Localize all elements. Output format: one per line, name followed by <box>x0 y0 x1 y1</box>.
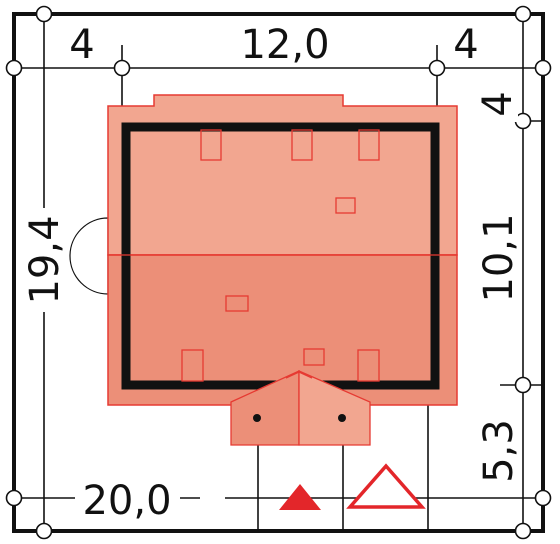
entrance-marker <box>279 484 321 510</box>
roof-window <box>181 349 204 382</box>
dimension-node <box>35 5 53 23</box>
dimension-label-house-width: 12,0 <box>240 22 329 68</box>
dimension-node <box>428 59 446 77</box>
dimension-node <box>534 489 552 507</box>
dimension-node <box>5 489 23 507</box>
dimension-node <box>514 5 532 23</box>
roof-window <box>303 348 325 366</box>
roof-upper-half <box>107 94 458 256</box>
chimney <box>335 197 356 214</box>
dimension-label-plot-depth: 19,4 <box>22 215 68 304</box>
dimension-node <box>35 522 53 540</box>
dimension-label-top-right: 4 <box>453 22 478 68</box>
bay-window <box>69 217 109 295</box>
roof-windows <box>181 129 380 382</box>
dimension-node <box>113 59 131 77</box>
roof-window <box>200 129 222 161</box>
dimension-label-right-top: 4 <box>475 91 521 116</box>
roof-window <box>357 349 380 382</box>
plot-boundary <box>12 12 545 533</box>
chimney <box>225 295 249 312</box>
dimension-node <box>514 376 532 394</box>
garage-entry-marker <box>346 463 426 509</box>
dimension-node <box>534 59 552 77</box>
dimension-node <box>5 59 23 77</box>
dimension-label-top-left: 4 <box>69 22 94 68</box>
dimension-node <box>514 522 532 540</box>
dimension-label-front-setback: 5,3 <box>476 419 522 483</box>
dimension-nodes <box>5 5 552 540</box>
roof-window <box>358 129 380 161</box>
porch-post <box>338 414 346 422</box>
porch-canopy <box>230 369 371 446</box>
dimension-label-house-depth: 10,1 <box>476 213 522 302</box>
dimension-label-plot-width: 20,0 <box>82 478 171 524</box>
porch-post <box>253 414 261 422</box>
roof-window <box>291 129 313 161</box>
